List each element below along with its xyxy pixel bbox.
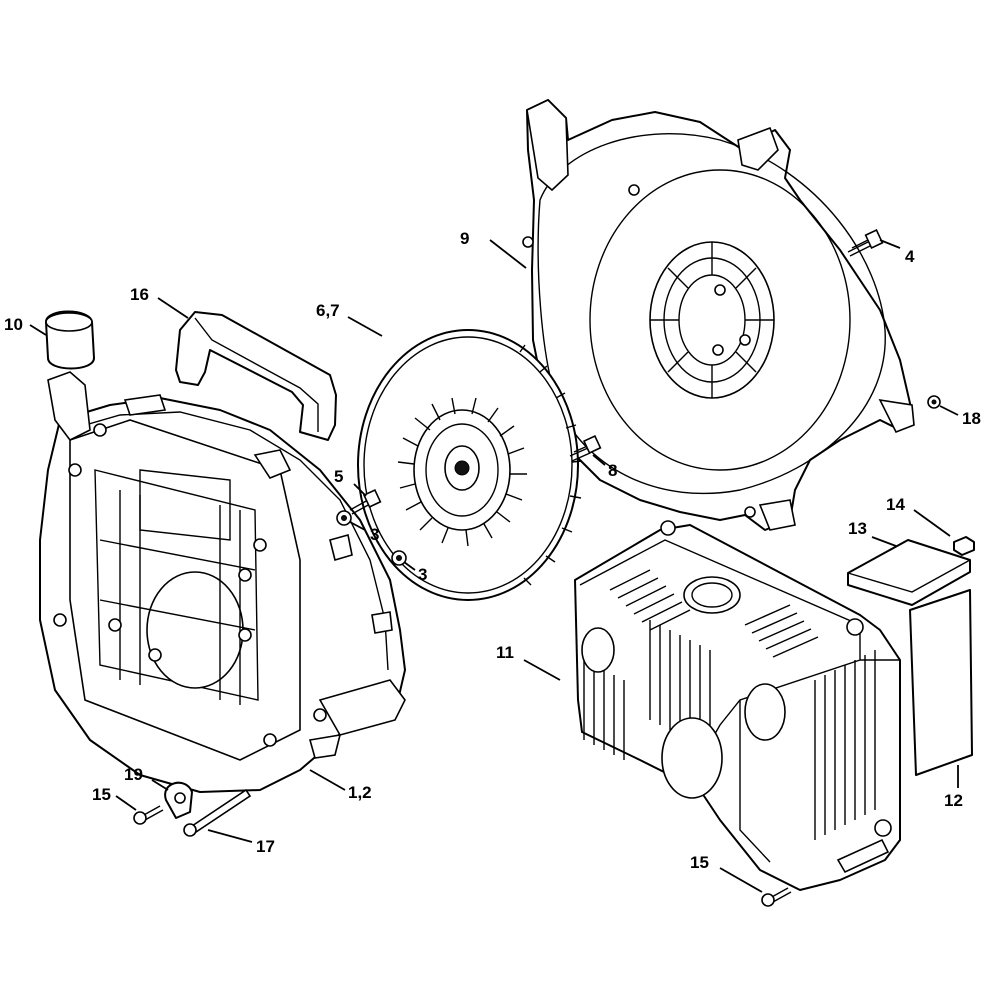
screw-15b [761, 887, 792, 907]
callout-5: 5 [334, 467, 343, 486]
callout-10: 10 [4, 315, 23, 334]
callout-14: 14 [886, 495, 905, 514]
leader-8 [592, 454, 606, 466]
leader-3a [349, 521, 366, 531]
leader-lines [29, 239, 959, 893]
callout-15b: 15 [690, 853, 709, 872]
nut-18 [927, 395, 941, 409]
leader-3b [403, 561, 416, 571]
callout-17: 17 [256, 837, 275, 856]
pad-13 [847, 539, 971, 606]
handle-16 [175, 311, 337, 441]
leader-6-7 [347, 316, 383, 337]
leader-4 [879, 239, 901, 249]
callout-3a: 3 [370, 525, 379, 544]
callout-3b: 3 [418, 565, 427, 584]
leader-14 [913, 509, 951, 537]
callout-13: 13 [848, 519, 867, 538]
callout-18: 18 [962, 409, 981, 428]
leader-1-2 [309, 769, 346, 791]
fan-wheel [357, 329, 583, 601]
leader-9 [489, 239, 527, 269]
leader-17 [207, 829, 253, 843]
leader-16 [157, 297, 189, 319]
leader-15a [115, 795, 137, 811]
callout-15a: 15 [92, 785, 111, 804]
callout-11: 11 [496, 643, 514, 662]
screw-8 [569, 434, 602, 462]
callout-9: 9 [460, 229, 469, 248]
callout-labels: 9 16 10 6,7 4 18 8 5 3 3 11 12 13 14 15 … [4, 229, 981, 872]
leader-11 [523, 659, 561, 681]
fan-housing-cover [522, 99, 915, 531]
shroud [574, 520, 901, 891]
clamp-19 [164, 781, 193, 819]
cap-10 [45, 310, 95, 370]
callout-12: 12 [944, 791, 963, 810]
screw-5 [349, 488, 382, 515]
callout-1-2: 1,2 [348, 783, 372, 802]
leader-19 [151, 779, 169, 791]
leader-5 [353, 483, 367, 497]
rod-17 [183, 788, 252, 837]
screw-4 [847, 229, 884, 257]
block-14 [953, 536, 975, 556]
callout-6-7: 6,7 [316, 301, 340, 320]
leader-18 [939, 405, 959, 416]
callout-16: 16 [130, 285, 149, 304]
leader-13 [871, 536, 897, 547]
plate-12 [909, 589, 973, 776]
fan-housing [39, 371, 406, 793]
nut-3b [391, 550, 407, 566]
callout-19: 19 [124, 765, 143, 784]
nut-3a [336, 510, 352, 526]
screw-15a [133, 805, 164, 825]
callout-8: 8 [608, 461, 617, 480]
callout-4: 4 [905, 247, 915, 266]
leader-10 [29, 324, 47, 336]
leader-15b [719, 867, 763, 893]
